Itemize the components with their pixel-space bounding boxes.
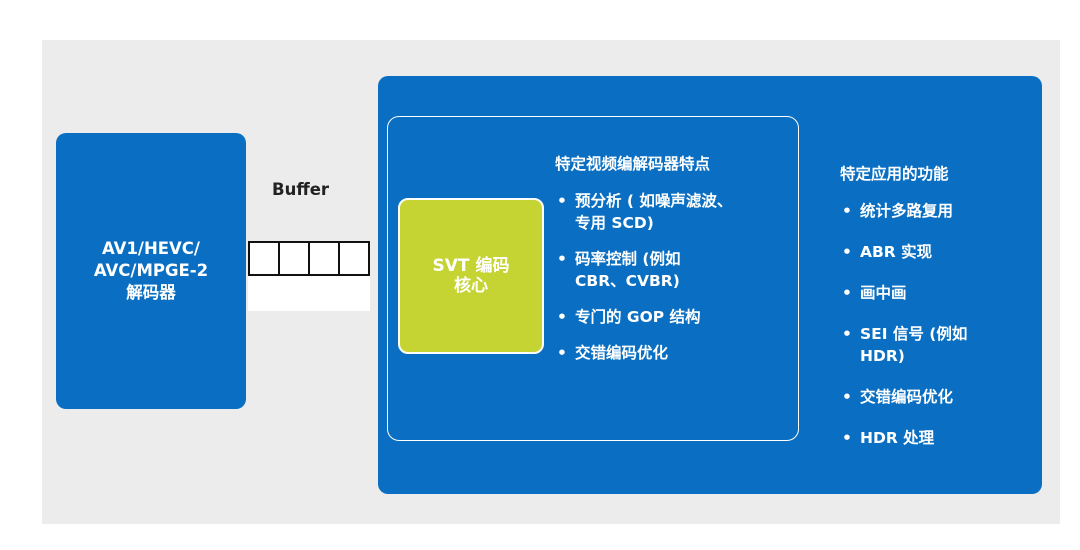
app-features-title: 特定应用的功能 [840, 165, 949, 183]
list-item: 交错编码优化 [555, 342, 732, 364]
list-item-text: 专门的 GOP 结构 [575, 308, 701, 326]
list-item: ABR 实现 [840, 241, 967, 263]
list-item: 码率控制 (例如 CBR、CVBR) [555, 248, 732, 292]
buffer-label: Buffer [272, 180, 330, 199]
list-item: SEI 信号 (例如 HDR) [840, 323, 967, 367]
codec-features: 特定视频编解码器特点 预分析 ( 如噪声滤波、 专用 SCD) 码率控制 (例如… [555, 152, 732, 378]
buffer-cell [308, 241, 340, 276]
app-features-list: 统计多路复用 ABR 实现 画中画 SEI 信号 (例如 HDR) 交错编码优化… [840, 200, 967, 449]
core-line-1: SVT 编码 [432, 256, 510, 276]
list-item-text: 码率控制 (例如 [575, 250, 681, 268]
buffer-connector [248, 276, 370, 311]
svt-encoder-core: SVT 编码 核心 [398, 198, 544, 354]
buffer-queue [248, 241, 370, 276]
app-features: 特定应用的功能 统计多路复用 ABR 实现 画中画 SEI 信号 (例如 HDR… [840, 162, 967, 468]
list-item-text: HDR) [860, 347, 905, 365]
list-item-text: 交错编码优化 [860, 388, 954, 406]
list-item: 交错编码优化 [840, 386, 967, 408]
list-item-text: ABR 实现 [860, 243, 933, 261]
codec-specific-frame [387, 116, 799, 441]
codec-features-title: 特定视频编解码器特点 [555, 155, 711, 173]
core-line-2: 核心 [453, 276, 488, 296]
list-item-text: 统计多路复用 [860, 202, 954, 220]
codec-features-list: 预分析 ( 如噪声滤波、 专用 SCD) 码率控制 (例如 CBR、CVBR) … [555, 190, 732, 364]
decoder-box: AV1/HEVC/ AVC/MPGE-2 解码器 [56, 133, 246, 409]
list-item-text: 交错编码优化 [575, 344, 669, 362]
decoder-line-1: AV1/HEVC/ [102, 239, 200, 258]
list-item-text: 画中画 [860, 284, 907, 302]
buffer-cell [338, 241, 370, 276]
list-item-text: 专用 SCD) [575, 214, 654, 232]
list-item: HDR 处理 [840, 427, 967, 449]
list-item: 预分析 ( 如噪声滤波、 专用 SCD) [555, 190, 732, 234]
decoder-line-3: 解码器 [126, 283, 176, 302]
list-item-text: CBR、CVBR) [575, 272, 680, 290]
list-item-text: HDR 处理 [860, 429, 935, 447]
list-item: 专门的 GOP 结构 [555, 306, 732, 328]
buffer-cell [248, 241, 280, 276]
list-item-text: 预分析 ( 如噪声滤波、 [575, 192, 733, 210]
buffer-cell [278, 241, 310, 276]
decoder-line-2: AVC/MPGE-2 [93, 261, 209, 280]
list-item-text: SEI 信号 (例如 [860, 325, 968, 343]
list-item: 画中画 [840, 282, 967, 304]
list-item: 统计多路复用 [840, 200, 967, 222]
